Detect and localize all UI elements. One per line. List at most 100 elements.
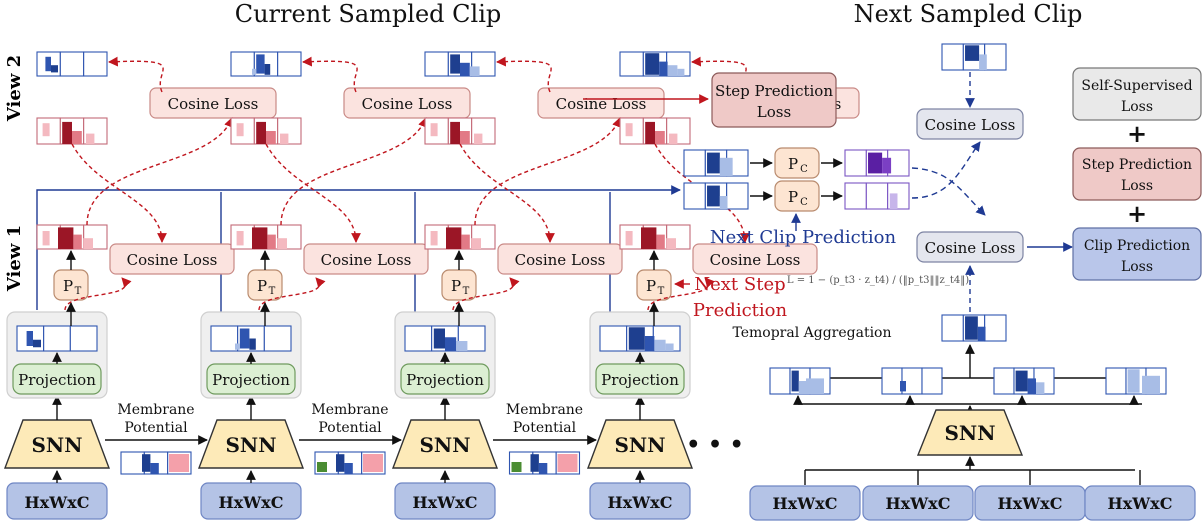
membrane-label-a-3: Membrane [506, 402, 583, 418]
view2-target-3 [424, 117, 496, 145]
next-step-label-1: Next Step [694, 274, 785, 295]
top-loss-arrow-3 [496, 56, 552, 93]
membrane-red-cell-2 [363, 454, 383, 472]
view-1-label: View 1 [4, 225, 25, 292]
input-label-3: HxWxC [413, 493, 478, 512]
next-clip-label: Next Clip Prediction [710, 227, 897, 248]
pred-step-feature-1 [36, 224, 108, 250]
clip-prediction-loss-line1: Clip Prediction [1084, 238, 1190, 254]
pc-output-upper [844, 149, 910, 177]
membrane-label-a-1: Membrane [117, 402, 194, 418]
cosine-loss-top-2 [343, 87, 471, 119]
step-prediction-loss-right-box [1072, 147, 1202, 201]
snn-block-3 [391, 419, 499, 469]
pred-step-feature-2 [230, 224, 302, 250]
pc-label-2: P [788, 188, 798, 206]
view1-feature-bus [36, 185, 681, 310]
view2-feature-2 [230, 51, 302, 77]
self-supervised-loss-line1: Self-Supervised [1081, 78, 1192, 94]
next-clip-cosine-loss-lower-label: Cosine Loss [925, 239, 1016, 257]
cosine-loss-top-label-3: Cosine Loss [556, 95, 647, 113]
next-input-label-2: HxWxC [886, 494, 951, 513]
view2-feature-3 [424, 51, 496, 77]
step-prediction-loss-right-line2: Loss [1121, 178, 1153, 194]
pc-upper-to-loss [911, 167, 986, 216]
pc-sub-2: C [800, 197, 808, 208]
next-input-label-4: HxWxC [1108, 494, 1173, 513]
self-supervised-loss-box [1072, 67, 1202, 121]
membrane-label-a-2: Membrane [311, 402, 388, 418]
cosine-loss-bottom-label-4: Cosine Loss [710, 251, 801, 269]
pc-output-lower [844, 182, 910, 210]
pt-label-1: P [63, 277, 73, 295]
pc-sub-1: C [800, 164, 808, 175]
next-clip-top-feature [941, 43, 1007, 71]
plus-sign-2: + [1127, 199, 1147, 228]
pc-box-lower [774, 180, 820, 212]
next-input-box-2 [862, 485, 974, 521]
step-prediction-loss-line2: Loss [757, 103, 791, 121]
next-input-box-1 [749, 485, 861, 521]
snn-label-3: SNN [419, 433, 470, 457]
cosine-loss-bottom-3 [497, 243, 623, 275]
next-step-label-2: Prediction [693, 300, 788, 321]
projection-label-1: Projection [18, 371, 96, 389]
next-input-label-3: HxWxC [998, 494, 1063, 513]
view2-target-2 [230, 117, 302, 145]
next-clip-cosine-loss-lower [916, 231, 1024, 263]
pc-lower-to-loss [911, 141, 981, 199]
cosine-loss-top-label-2: Cosine Loss [362, 95, 453, 113]
pred-to-nextloss-2 [280, 117, 428, 226]
pc-input-lower [683, 182, 749, 210]
cosine-loss-bottom-label-1: Cosine Loss [127, 251, 218, 269]
aggregated-feature [941, 314, 1007, 342]
projection-label-4: Projection [601, 371, 679, 389]
pt-sub-4: T [658, 286, 665, 297]
view2-to-loss-3 [459, 143, 555, 243]
pt-label-2: P [257, 277, 267, 295]
snn-block-1 [3, 419, 111, 469]
clip-frame-feature-3 [993, 367, 1055, 395]
membrane-label-b-3: Potential [513, 420, 577, 436]
cosine-loss-top-3 [537, 87, 665, 119]
input-label-2: HxWxC [219, 493, 284, 512]
pc-box-upper [774, 147, 820, 179]
temporal-aggregation-label: Temopral Aggregation [732, 325, 891, 341]
step-prediction-loss-line1: Step Prediction [715, 82, 833, 100]
input-label-4: HxWxC [608, 493, 673, 512]
snn-label-2: SNN [225, 433, 276, 457]
clip-prediction-loss-box [1072, 227, 1202, 281]
top-loss-arrow-1 [108, 56, 164, 93]
membrane-green-cell-2 [317, 462, 327, 472]
membrane-red-cell-3 [557, 454, 578, 472]
view1-feature-2 [210, 325, 292, 352]
continuation-ellipsis: • • • [686, 432, 744, 458]
clip-prediction-loss-line2: Loss [1121, 259, 1153, 275]
view1-feature-4 [599, 325, 681, 352]
self-supervised-loss-line2: Loss [1121, 99, 1153, 115]
cosine-loss-top-1 [149, 87, 277, 119]
view2-feature-1 [36, 51, 108, 77]
pt-sub-1: T [75, 286, 82, 297]
pc-label-1: P [788, 155, 798, 173]
clip-frame-feature-1 [769, 367, 831, 395]
cosine-loss-bottom-label-2: Cosine Loss [321, 251, 412, 269]
clip-frame-feature-4 [1105, 367, 1167, 395]
pred-to-nextloss-1 [86, 117, 234, 226]
cosine-loss-bottom-4 [692, 243, 818, 275]
pred-to-nextloss-3 [474, 117, 622, 226]
top-loss-arrow-2 [302, 56, 358, 93]
pred-step-feature-4 [619, 224, 691, 250]
view2-to-loss-4 [654, 143, 750, 243]
snn-block-4 [586, 419, 694, 469]
pt-label-3: P [451, 277, 461, 295]
clip-frame-feature-2 [881, 367, 943, 395]
cosine-loss-bottom-1 [109, 243, 235, 275]
plus-sign-1: + [1127, 119, 1147, 148]
cosine-formula: L = 1 − (p_t3 · z_t4) / (‖p_t3‖‖z_t4‖) [787, 275, 969, 286]
input-label-1: HxWxC [25, 493, 90, 512]
next-clip-snn-block [916, 409, 1024, 456]
pred-step-feature-3 [424, 224, 496, 250]
view-2-label: View 2 [4, 55, 25, 122]
